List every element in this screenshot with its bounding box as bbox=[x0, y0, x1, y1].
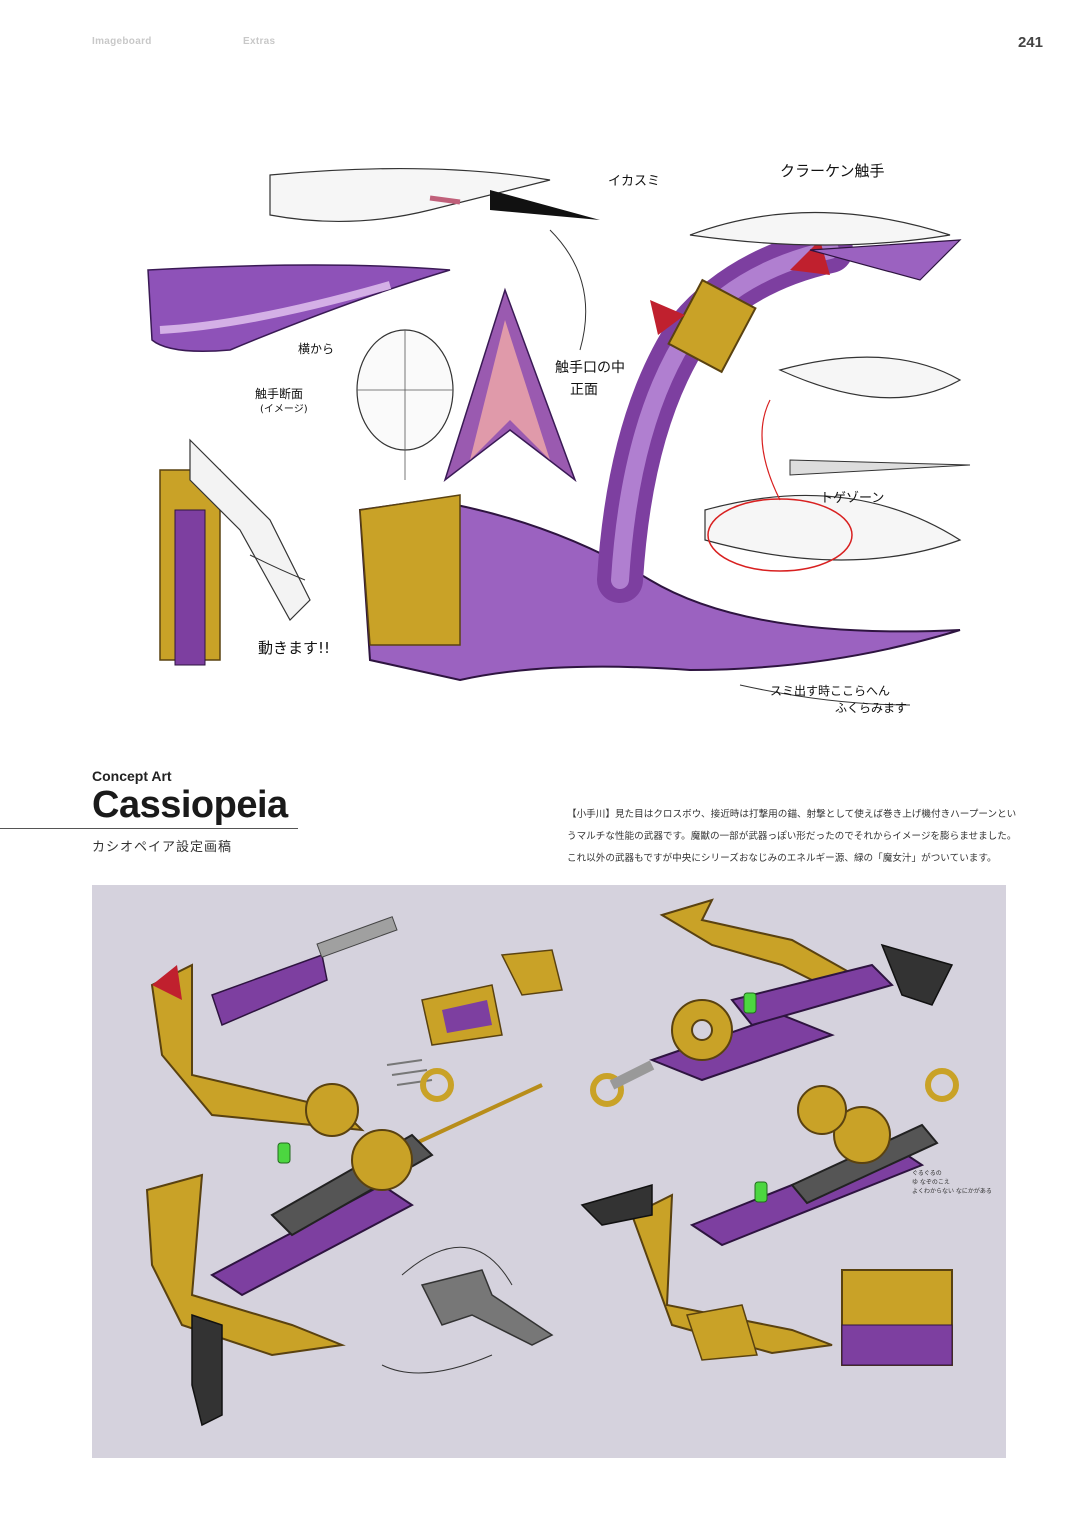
commentary-line: これ以外の武器もですが中央にシリーズおなじみのエネルギー源、緑の「魔女汁」がつい… bbox=[567, 853, 997, 864]
header-subsection-label: Extras bbox=[243, 36, 276, 47]
concept-note-line2: ゆ なぞのこえ bbox=[912, 1179, 950, 1186]
kraken-tentacle-sketch: イカスミ クラーケン触手 横から 触手断面 (イメージ) 触手口の中 正面 トゲ… bbox=[130, 140, 990, 730]
annotation-mouth-front-line2: 正面 bbox=[570, 382, 598, 398]
annotation-kraken: クラーケン触手 bbox=[780, 162, 885, 180]
concept-note-line1: ぐるぐるの bbox=[912, 1170, 942, 1177]
annotation-side-view: 横から bbox=[298, 342, 334, 356]
title-divider bbox=[0, 828, 298, 829]
annotation-ink: イカスミ bbox=[608, 174, 660, 189]
header-section-label: Imageboard bbox=[92, 36, 152, 47]
annotation-ink-note-line2: ふくらみます bbox=[835, 701, 907, 715]
commentary-line: 【小手川】見た目はクロスボウ、接近時は打撃用の錨、射撃として使えば巻き上げ機付き… bbox=[567, 809, 1017, 820]
page-number: 241 bbox=[1017, 34, 1043, 51]
commentary-line: うマルチな性能の武器です。魔獣の一部が武器っぽい形だったのでそれからイメージを膨… bbox=[567, 831, 1017, 842]
section-subtitle: カシオペイア設定画稿 bbox=[92, 839, 233, 854]
section-title: Cassiopeia bbox=[92, 784, 288, 826]
annotation-ink-note-line1: スミ出す時ここらへん bbox=[770, 684, 890, 698]
annotation-mouth-front-line1: 触手口の中 bbox=[555, 360, 625, 376]
annotation-cross-section-note: (イメージ) bbox=[260, 404, 308, 415]
annotation-moves: 動きます!! bbox=[258, 639, 330, 657]
commentary-text: 【小手川】見た目はクロスボウ、接近時は打撃用の錨、射撃として使えば巻き上げ機付き… bbox=[567, 804, 1017, 870]
annotation-spike-zone: トゲゾーン bbox=[820, 491, 884, 506]
concept-note-line3: よくわからない なにかがある bbox=[912, 1187, 992, 1195]
section-kicker: Concept Art bbox=[92, 768, 172, 784]
concept-art-panel: ぐるぐるの ゆ なぞのこえ よくわからない なにかがある bbox=[92, 885, 1006, 1458]
annotation-cross-section: 触手断面 bbox=[255, 386, 303, 401]
